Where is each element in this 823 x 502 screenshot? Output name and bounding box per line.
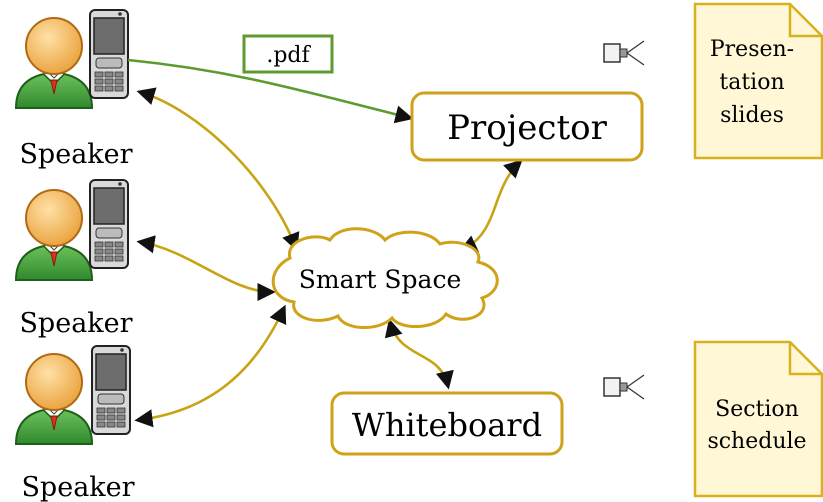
person-icon (15, 17, 93, 109)
slides-line-1: Presen- (710, 37, 794, 62)
document-icon (693, 340, 823, 498)
phone-icon (91, 345, 131, 435)
smart-space-node: Smart Space (271, 227, 499, 330)
speaker-label: Speaker (19, 308, 132, 339)
link-smartspace-projector (458, 159, 523, 252)
whiteboard-node: Whiteboard (330, 391, 564, 456)
link-speaker2-smartspace (136, 235, 276, 302)
speaker-3: Speaker (15, 345, 135, 502)
link-speaker1-smartspace (136, 87, 300, 252)
cloud-shape (271, 227, 499, 330)
slides-line-2: tation (719, 70, 784, 95)
pdf-transfer-arrow (127, 58, 414, 124)
link-speaker3-smartspace (134, 304, 287, 428)
link-smartspace-whiteboard (384, 318, 454, 390)
speaker-2: Speaker (15, 179, 133, 339)
projector-node: Projector (410, 91, 644, 162)
document-icon (693, 2, 823, 160)
presentation-slides-document: Presen- tation slides (693, 2, 823, 160)
speaker-1: Speaker (15, 9, 133, 170)
whiteboard-label: Whiteboard (352, 406, 542, 444)
section-schedule-document: Section schedule (693, 340, 823, 498)
projector-lens-icon (603, 40, 645, 66)
projector-label: Projector (447, 108, 607, 148)
phone-icon (89, 9, 129, 99)
speaker-label: Speaker (21, 472, 134, 502)
slides-line-3: slides (720, 103, 784, 128)
schedule-line-1: Section (715, 397, 799, 422)
schedule-line-2: schedule (707, 429, 806, 454)
pdf-file-tag: .pdf (242, 34, 334, 74)
pdf-tag-label: .pdf (266, 43, 311, 68)
person-icon (15, 189, 93, 281)
person-icon (15, 353, 93, 445)
phone-icon (89, 179, 129, 269)
projector-lens-icon (603, 374, 645, 400)
speaker-label: Speaker (19, 139, 132, 170)
connections (127, 58, 523, 428)
smart-space-label: Smart Space (299, 265, 462, 294)
